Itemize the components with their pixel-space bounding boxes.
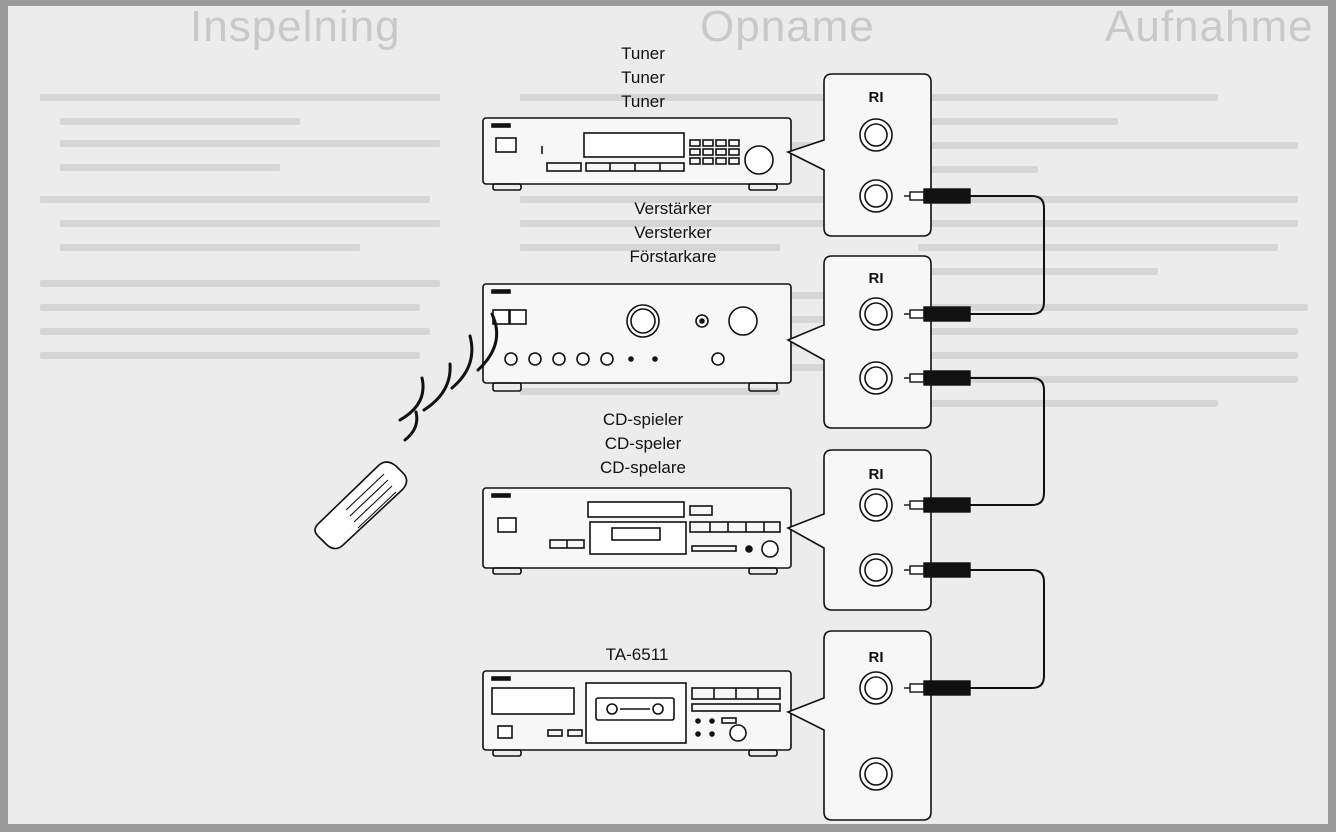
amplifier-unit — [482, 283, 792, 392]
cd-player-label-sv: CD-spelare — [600, 458, 686, 477]
remote-control-icon — [314, 461, 408, 550]
ri-label-cassette-deck: RI — [869, 649, 884, 666]
cassette-deck-label-model: TA-6511 — [605, 645, 669, 664]
infrared-signal-icon — [398, 312, 499, 442]
callout-panel-cd-player — [786, 449, 932, 611]
plug-tuner-out — [904, 188, 971, 204]
ri-label-tuner: RI — [869, 89, 884, 106]
plug-amp-in — [904, 306, 971, 322]
plug-cd-in — [904, 497, 971, 513]
cassette-deck-unit — [482, 670, 792, 757]
amplifier-label-nl: Versterker — [634, 223, 712, 242]
tuner-label-nl: Tuner — [621, 68, 665, 87]
ri-label-cd-player: RI — [869, 466, 884, 483]
callout-panel-amplifier — [786, 255, 932, 429]
tuner-label-de: Tuner — [621, 44, 665, 63]
plug-cd-out — [904, 562, 971, 578]
tuner-unit — [482, 117, 792, 191]
bg-heading-inspelning: Inspelning — [190, 2, 401, 51]
cd-player-label-de: CD-spieler — [602, 410, 684, 429]
amplifier-label-sv: Förstarkare — [629, 247, 717, 266]
amplifier-label-de: Verstärker — [634, 199, 712, 218]
ri-cables — [970, 195, 1045, 689]
cd-player-unit — [482, 487, 792, 575]
rca-plugs — [904, 188, 971, 696]
bg-heading-opname: Opname — [700, 2, 875, 51]
plug-cassette-in — [904, 680, 971, 696]
callout-panel-cassette-deck — [786, 630, 932, 821]
plug-amp-out — [904, 370, 971, 386]
bg-heading-aufnahme: Aufnahme — [1105, 2, 1314, 51]
tuner-key-grid — [689, 139, 740, 165]
ri-labels: RI RI RI RI — [869, 89, 884, 666]
callout-panel-tuner — [785, 73, 932, 237]
cd-player-label-nl: CD-speler — [604, 434, 682, 453]
tuner-label-sv: Tuner — [621, 92, 665, 111]
ri-label-amplifier: RI — [869, 270, 884, 287]
